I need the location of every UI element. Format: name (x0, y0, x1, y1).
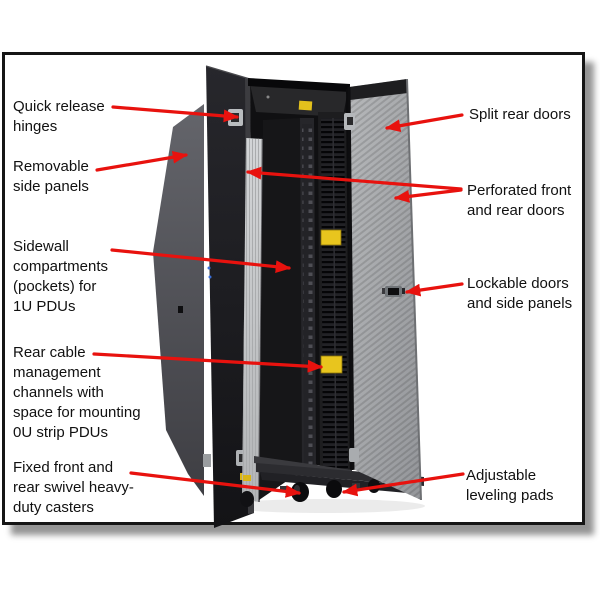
arrow-removable-side-panels (95, 150, 189, 172)
side-panel-latch (178, 306, 183, 313)
arrow-perforated-front-door (245, 166, 463, 191)
callout-split-rear-doors: Split rear doors (469, 106, 571, 123)
arrow-casters (129, 471, 302, 498)
arrow-sidewall-compartments (110, 248, 292, 274)
channel-yellow-label-upper (320, 229, 342, 246)
ceiling-screw (266, 95, 270, 99)
door-lock-tab (402, 288, 405, 294)
callout-arrows (92, 105, 465, 498)
callout-rear-cable-management: Rear cable management channels with spac… (13, 344, 141, 441)
leveling-pad (352, 483, 360, 488)
interior-ceiling (250, 84, 348, 117)
callout-perforated-doors: Perforated front and rear doors (467, 182, 572, 219)
front-door-mesh-texture (242, 138, 263, 502)
floor-shadow (225, 499, 425, 513)
callout-lockable-doors: Lockable doors and side panels (467, 275, 573, 312)
right-door-top-frame (349, 79, 408, 100)
arrow-rear-cable-management (92, 352, 324, 373)
base-yellow-label (243, 475, 251, 481)
rack (153, 65, 425, 528)
right-door-hinge-bottom (349, 448, 359, 462)
leveling-pad (280, 486, 288, 491)
interior-wall (259, 118, 303, 500)
rack-rail-holes (302, 124, 314, 466)
right-door-hinge-pin (347, 117, 353, 125)
callout-leveling-pads: Adjustable leveling pads (466, 467, 554, 504)
ceiling-yellow-label (298, 100, 313, 111)
door-bracket (203, 454, 211, 467)
right-door-hinge-edge (347, 86, 355, 470)
caster (240, 491, 254, 507)
door-blue-dot (208, 275, 212, 279)
callout-sidewall-compartments: Sidewall compartments (pockets) for 1U P… (13, 238, 109, 315)
channel-yellow-label-lower (320, 355, 343, 374)
arrow-quick-release-hinges (111, 105, 240, 123)
caster (326, 480, 342, 498)
arrow-leveling-pads (341, 472, 465, 497)
callout-quick-release-hinges: Quick release hinges (13, 98, 105, 135)
callout-casters: Fixed front and rear swivel heavy- duty … (13, 459, 134, 516)
arrow-lockable-doors (404, 282, 464, 297)
door-blue-dot (207, 266, 211, 270)
arrow-perforated-rear-door (393, 188, 463, 203)
channel-divider (332, 117, 337, 471)
callout-removable-side-panels: Removable side panels (13, 158, 89, 195)
side-panel (153, 104, 204, 496)
door-lock-tab (382, 288, 385, 294)
left-door-top-edge (205, 65, 251, 80)
arrow-split-rear-doors (384, 113, 464, 133)
door-lock-body (388, 288, 399, 295)
left-rear-door (206, 66, 254, 528)
top-frame-edge (248, 78, 350, 92)
base-rail-lower (260, 472, 420, 494)
